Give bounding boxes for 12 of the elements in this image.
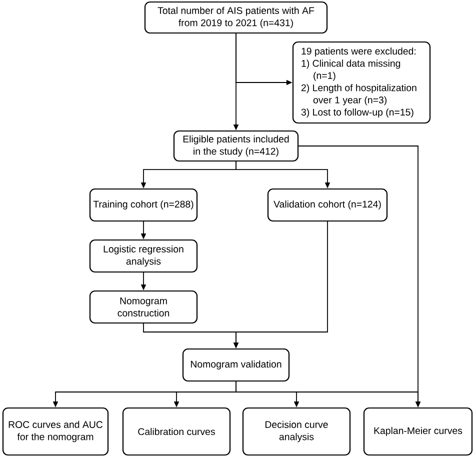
process-box: Total number of AIS patients with AF from 2019 to 2021 (n=431) xyxy=(144,1,328,34)
process-box: Training cohort (n=288) xyxy=(89,188,198,222)
process-box: Nomogram validation xyxy=(182,348,290,382)
process-box: Logistic regression analysis xyxy=(89,239,198,273)
process-box: Calibration curves xyxy=(122,407,231,456)
process-box: Decision curve analysis xyxy=(242,407,351,456)
note-box: 19 patients were excluded: 1) Clinical data missing (n=1) 2) Length of hospitalization over 1 year (n=3) 3) Lost to follow-up (n=15) xyxy=(292,41,431,124)
process-box: Nomogram construction xyxy=(89,290,198,324)
process-box: Kaplan-Meier curves xyxy=(363,407,473,456)
process-box: Validation cohort (n=124) xyxy=(267,188,388,222)
process-box: ROC curves and AUC for the nomogram xyxy=(2,407,109,456)
process-box: Eligible patients included in the study (n=412) xyxy=(173,130,299,162)
